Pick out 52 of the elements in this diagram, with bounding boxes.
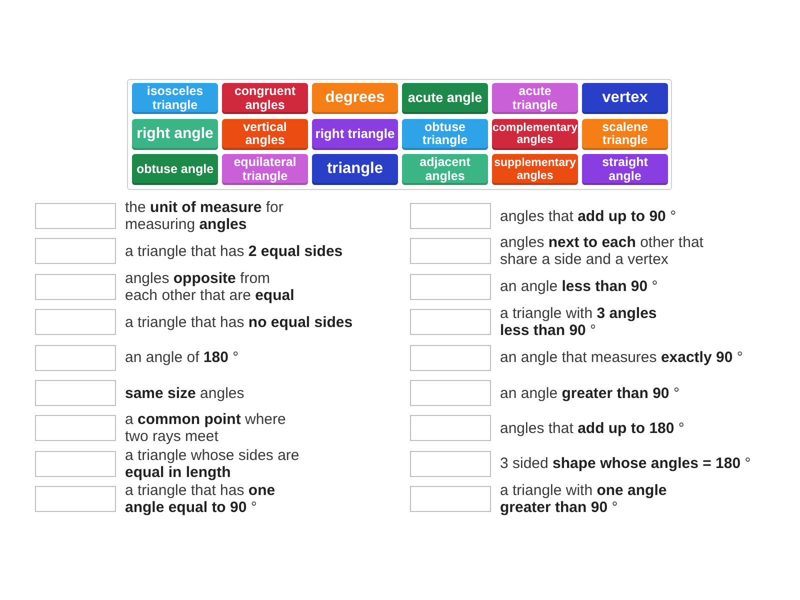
answer-box [410, 344, 491, 371]
answer-box [35, 486, 116, 512]
clue-text: angles that add up to 90 ° [500, 208, 676, 224]
answer-tile: right angle [132, 118, 218, 150]
clue-text: an angle that measures exactly 90 ° [500, 349, 743, 366]
answer-box [35, 344, 116, 371]
answer-tile: acute triangle [492, 83, 578, 114]
answer-tile: scalene triangle [582, 118, 668, 150]
clue-text: angles next to each other that share a side and a vertex [500, 234, 704, 268]
clue-text: an angle less than 90 ° [500, 278, 658, 296]
clue-text: 3 sided shape whose angles = 180 ° [500, 455, 751, 472]
answer-box [410, 450, 491, 477]
clue-text: a triangle that has no equal sides [125, 314, 353, 331]
clue-text: angles opposite from each other that are equal [125, 270, 295, 304]
answer-box [35, 309, 116, 336]
answer-tile: congruent angles [222, 83, 308, 114]
answer-box [35, 274, 116, 300]
answer-box [35, 203, 116, 229]
clue-text: an angle greater than 90 ° [500, 384, 680, 402]
answer-box [35, 238, 116, 264]
clue-text: the unit of measure for measuring angles [125, 199, 284, 233]
answer-tile: isosceles triangle [132, 83, 218, 114]
answer-box [410, 274, 491, 300]
answer-box [410, 380, 491, 406]
answer-box [35, 415, 116, 442]
answer-tile: complementary angles [492, 118, 578, 150]
answer-tile: obtuse angle [132, 154, 218, 185]
clue-text: angles that add up to 180 ° [500, 420, 684, 437]
answer-tile: supplementary angles [492, 154, 578, 185]
answer-tile: obtuse triangle [402, 118, 488, 150]
answer-tile: degrees [312, 83, 398, 114]
answer-tile: acute angle [402, 83, 488, 114]
answer-tile: adjacent angles [402, 154, 488, 185]
answer-box [410, 203, 491, 229]
clue-text: a triangle that has 2 equal sides [125, 242, 343, 260]
answer-box [410, 415, 491, 442]
answer-box [410, 238, 491, 264]
answer-tile: right triangle [312, 118, 398, 150]
answer-box [410, 309, 491, 336]
answer-box [35, 450, 116, 477]
answer-tile: vertex [582, 83, 668, 114]
answer-tile: vertical angles [222, 118, 308, 150]
clue-text: a triangle that has one angle equal to 90 ° [125, 482, 276, 516]
clue-text: an angle of 180 ° [125, 349, 239, 366]
answer-box [410, 486, 491, 512]
answer-tile: triangle [312, 154, 398, 185]
clue-text: a triangle with one angle greater than 90 ° [500, 482, 668, 516]
clue-text: a triangle with 3 angles less than 90 ° [500, 305, 658, 340]
answer-box [35, 380, 116, 406]
clue-text: same size angles [125, 384, 244, 402]
answer-tile: equilateral triangle [222, 154, 308, 185]
answer-tile: straight angle [582, 154, 668, 185]
